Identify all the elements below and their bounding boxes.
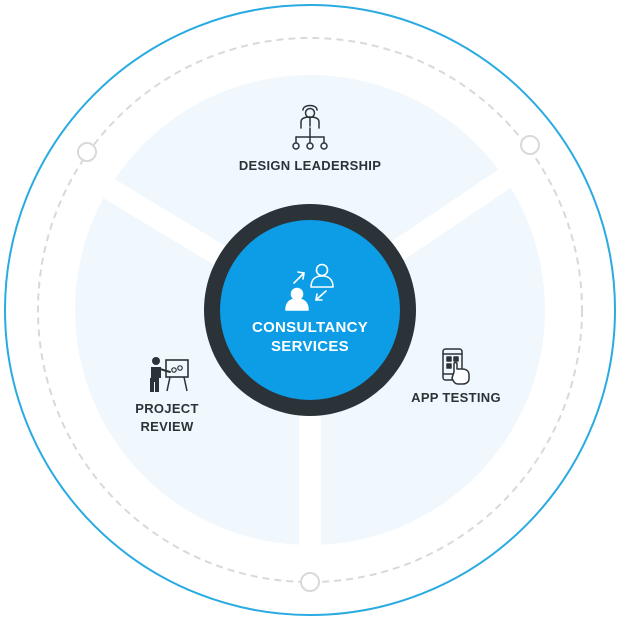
org-hierarchy-icon (292, 104, 328, 150)
phone-touch-icon (442, 348, 470, 385)
center-label-line1: CONSULTANCY (252, 319, 368, 336)
orbit-node-left (77, 142, 97, 162)
orbit-node-right (520, 135, 540, 155)
design-leadership-label: DESIGN LEADERSHIP (239, 158, 381, 173)
app-testing-label: APP TESTING (411, 390, 501, 405)
hub-inner-disc (220, 220, 400, 400)
orbit-nodes (77, 135, 540, 592)
dashed-orbit-ring (37, 37, 583, 583)
consultancy-people-icon (285, 263, 334, 311)
center-label-line2: SERVICES (271, 338, 349, 355)
project-review-label-line1: PROJECT (135, 401, 199, 416)
orbit-node-bottom (300, 572, 320, 592)
project-review-label-line2: REVIEW (140, 419, 194, 434)
presenter-board-icon (150, 357, 189, 392)
outer-ring (4, 4, 616, 616)
